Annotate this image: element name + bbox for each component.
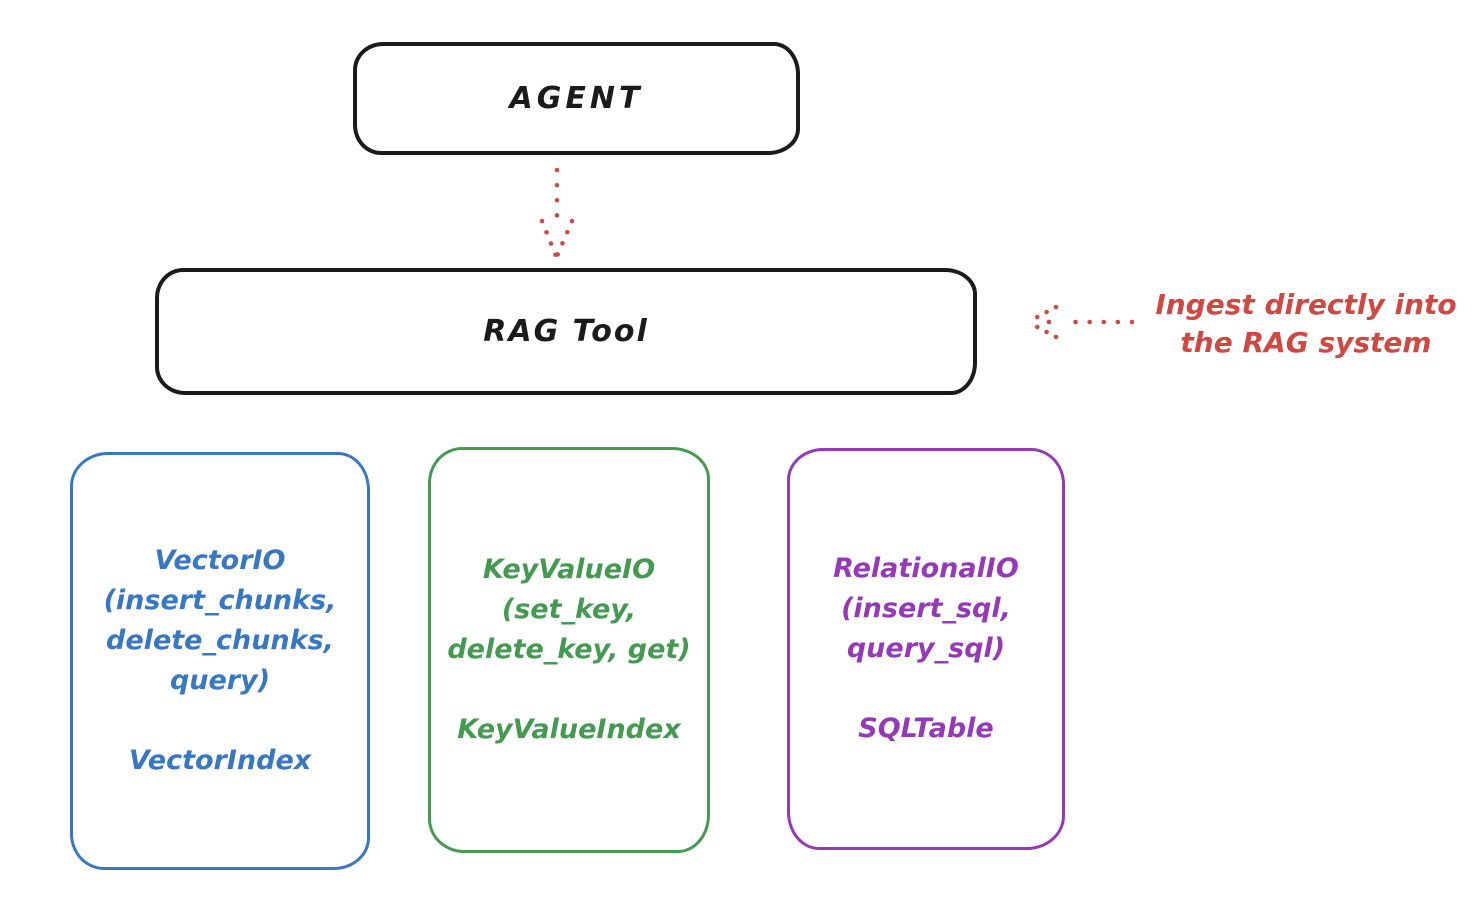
keyvalue-io-line-3: delete_key, get)	[447, 634, 691, 665]
ingest-annotation-dotted-arrow	[1025, 304, 1135, 340]
arrowhead-right-wing	[554, 218, 575, 259]
agent-node: AGENT	[353, 42, 800, 155]
vector-io-title: VectorIO (insert_chunks, delete_chunks, …	[104, 541, 337, 701]
agent-label: AGENT	[509, 81, 644, 116]
keyvalue-io-line-1: KeyValueIO	[482, 554, 656, 585]
annotation-line-1: Ingest directly into	[1155, 288, 1457, 321]
vector-io-line-1: VectorIO	[154, 545, 286, 576]
arrowhead-left-wing	[539, 218, 559, 259]
sql-table-label: SQLTable	[858, 713, 994, 744]
vector-io-line-4: query)	[169, 665, 271, 696]
keyvalue-io-box: KeyValueIO (set_key, delete_key, get) Ke…	[428, 447, 710, 853]
annotation-line-2: the RAG system	[1180, 326, 1432, 359]
relational-io-line-2: (insert_sql,	[841, 593, 1011, 624]
vector-io-line-2: (insert_chunks,	[103, 585, 337, 616]
vector-index-label: VectorIndex	[128, 745, 312, 776]
relational-io-box: RelationalIO (insert_sql, query_sql) SQL…	[787, 448, 1065, 850]
vector-io-line-3: delete_chunks,	[106, 625, 334, 656]
rag-tool-node: RAG Tool	[155, 268, 977, 395]
keyvalue-index-label: KeyValueIndex	[457, 714, 681, 745]
arrowhead-top-wing	[1025, 304, 1059, 325]
keyvalue-io-title: KeyValueIO (set_key, delete_key, get)	[447, 550, 690, 670]
arrowhead-bottom-wing	[1025, 319, 1059, 340]
relational-io-line-1: RelationalIO	[833, 553, 1019, 584]
relational-io-title: RelationalIO (insert_sql, query_sql)	[833, 549, 1019, 669]
keyvalue-io-line-2: (set_key,	[501, 594, 637, 625]
agent-to-ragtool-dotted-arrow	[539, 167, 575, 259]
ingest-annotation-text: Ingest directly into the RAG system	[1138, 286, 1474, 362]
relational-io-line-3: query_sql)	[846, 633, 1006, 664]
rag-tool-label: RAG Tool	[483, 314, 649, 349]
vector-io-box: VectorIO (insert_chunks, delete_chunks, …	[70, 452, 370, 870]
